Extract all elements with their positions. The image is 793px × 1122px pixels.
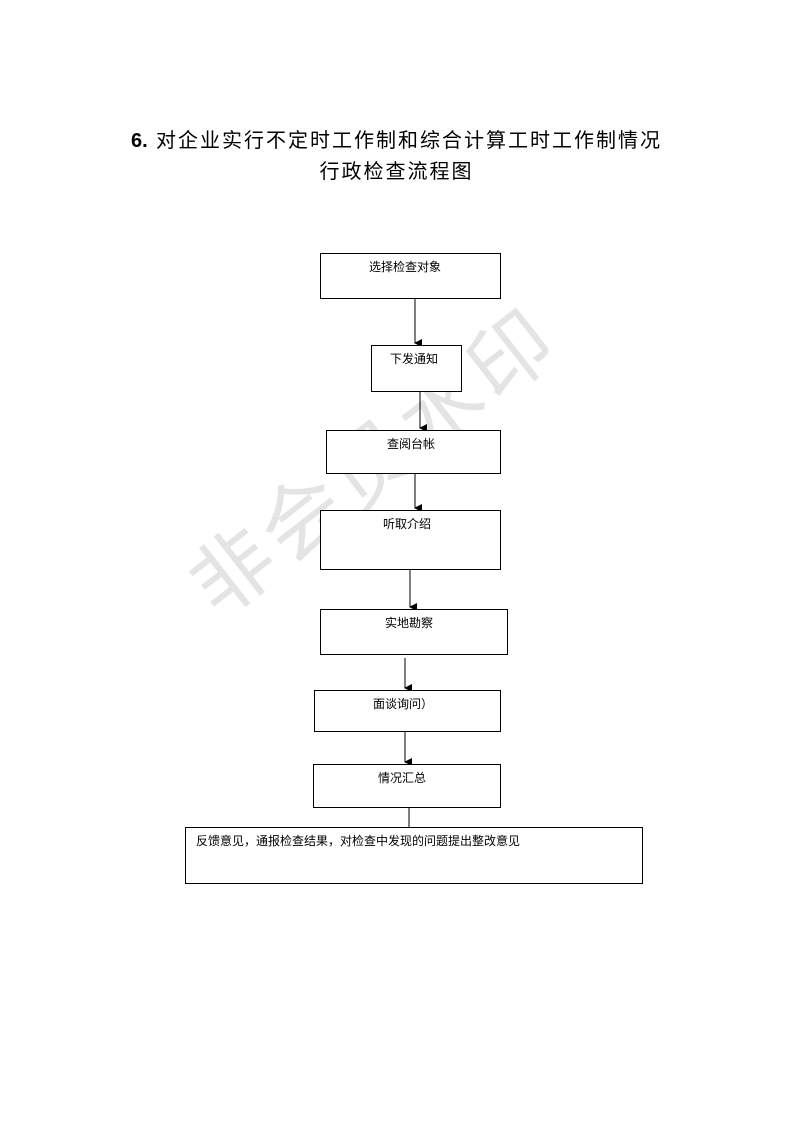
step-label: 选择检查对象	[369, 260, 442, 274]
step-label: 查阅台帐	[387, 437, 436, 451]
step-site-survey: 实地勘察	[320, 609, 508, 655]
title-text: 对企业实行不定时工作制和综合计算工时工作制情况	[156, 128, 663, 152]
page-title-line1: 6. 对企业实行不定时工作制和综合计算工时工作制情况	[0, 124, 793, 153]
step-label: 听取介绍	[383, 517, 432, 531]
step-summary: 情况汇总	[313, 764, 501, 808]
step-send-notice: 下发通知	[371, 345, 462, 392]
step-label: 实地勘察	[385, 616, 434, 630]
step-interview: 面谈询问）	[314, 690, 501, 732]
step-label: 反馈意见，通报检查结果，对检查中发现的问题提出整改意见	[196, 834, 521, 848]
step-hear-briefing: 听取介绍	[320, 510, 501, 570]
title-number: 6.	[130, 130, 148, 152]
step-label: 面谈询问）	[373, 697, 434, 711]
step-label: 下发通知	[390, 352, 439, 366]
step-select-target: 选择检查对象	[320, 253, 501, 299]
step-feedback: 反馈意见，通报检查结果，对检查中发现的问题提出整改意见	[185, 827, 643, 884]
page-title-line2: 行政检查流程图	[319, 159, 474, 183]
step-review-ledger: 查阅台帐	[326, 430, 501, 474]
step-label: 情况汇总	[378, 771, 427, 785]
